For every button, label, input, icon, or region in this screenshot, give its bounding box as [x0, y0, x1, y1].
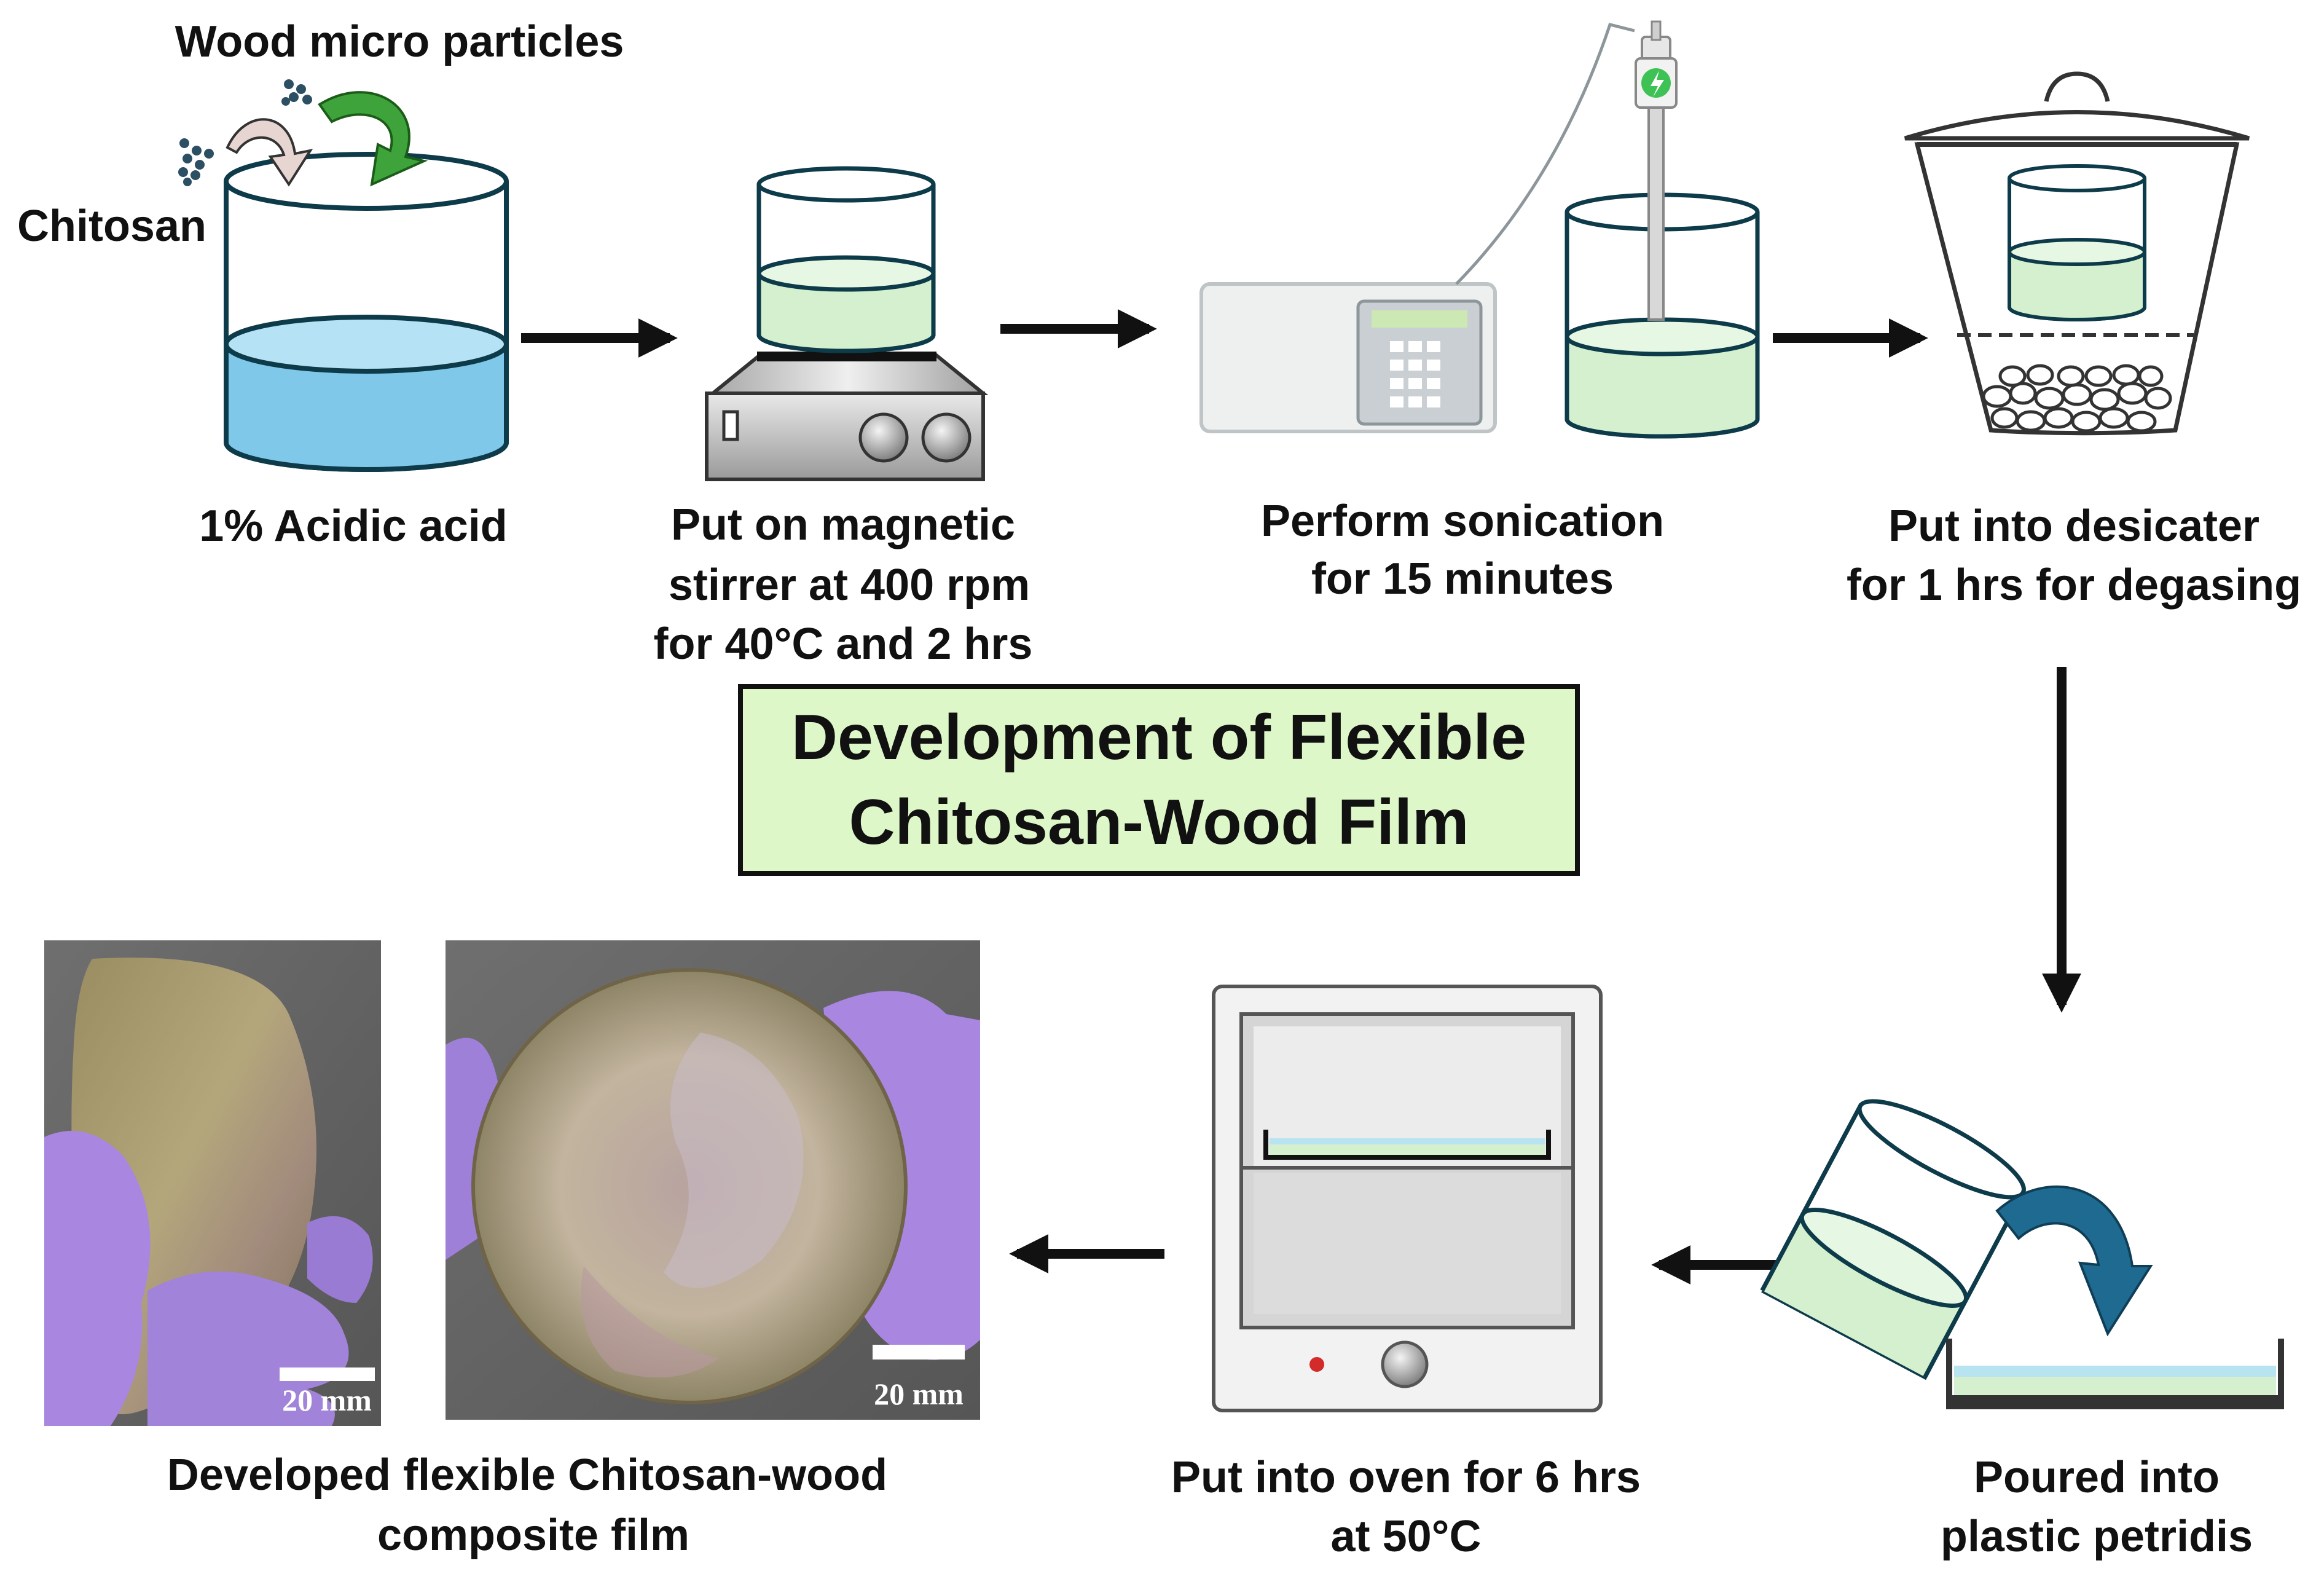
label-desiccator-1: Put into desicater [1888, 502, 2259, 551]
sonication-probe [1635, 20, 1678, 321]
pour-arrow [1995, 1185, 2153, 1337]
petri-dish [1946, 1339, 2284, 1409]
label-stirrer-2: stirrer at 400 rpm [669, 561, 1030, 610]
chitosan-pour-arrow [226, 118, 313, 187]
label-sonication-2: for 15 minutes [1311, 554, 1614, 604]
sonicator-unit [1199, 23, 1635, 433]
title-line-1: Development of Flexible [791, 702, 1526, 773]
acid-liquid [224, 342, 509, 472]
label-oven-1: Put into oven for 6 hrs [1171, 1453, 1641, 1502]
desiccator [1904, 71, 2250, 436]
title-box [738, 684, 1580, 876]
label-oven-2: at 50°C [1331, 1512, 1482, 1561]
oven-knob [1381, 1340, 1429, 1388]
label-acid: 1% Acidic acid [199, 502, 508, 551]
label-petri-2: plastic petridis [1941, 1512, 2253, 1561]
pouring-beaker [1760, 1099, 2026, 1380]
label-desiccator-2: for 1 hrs for degasing [1847, 561, 2301, 610]
label-film-2: composite film [377, 1511, 689, 1560]
label-film-1: Developed flexible Chitosan-wood [167, 1450, 887, 1500]
wood-pour-arrow [318, 91, 428, 187]
film-photo-half: 20 mm [44, 940, 381, 1426]
acid-beaker [224, 152, 509, 472]
label-wood-particles: Wood micro particles [175, 17, 624, 66]
particle-dots [178, 79, 312, 186]
stirrer-beaker [756, 166, 936, 353]
label-sonication-1: Perform sonication [1261, 497, 1664, 546]
film-photo-disc: 20 mm [446, 940, 980, 1420]
title-line-2: Chitosan-Wood Film [849, 787, 1469, 858]
label-stirrer-1: Put on magnetic [671, 500, 1015, 549]
scale-bar-label-2: 20 mm [874, 1377, 964, 1411]
oven [1212, 985, 1603, 1412]
magnetic-stirrer [705, 352, 989, 481]
oven-indicator-light [1309, 1357, 1324, 1372]
scale-bar-label-1: 20 mm [282, 1383, 372, 1417]
label-chitosan: Chitosan [17, 202, 206, 251]
label-stirrer-3: for 40°C and 2 hrs [654, 620, 1033, 669]
label-petri-1: Poured into [1974, 1453, 2220, 1502]
